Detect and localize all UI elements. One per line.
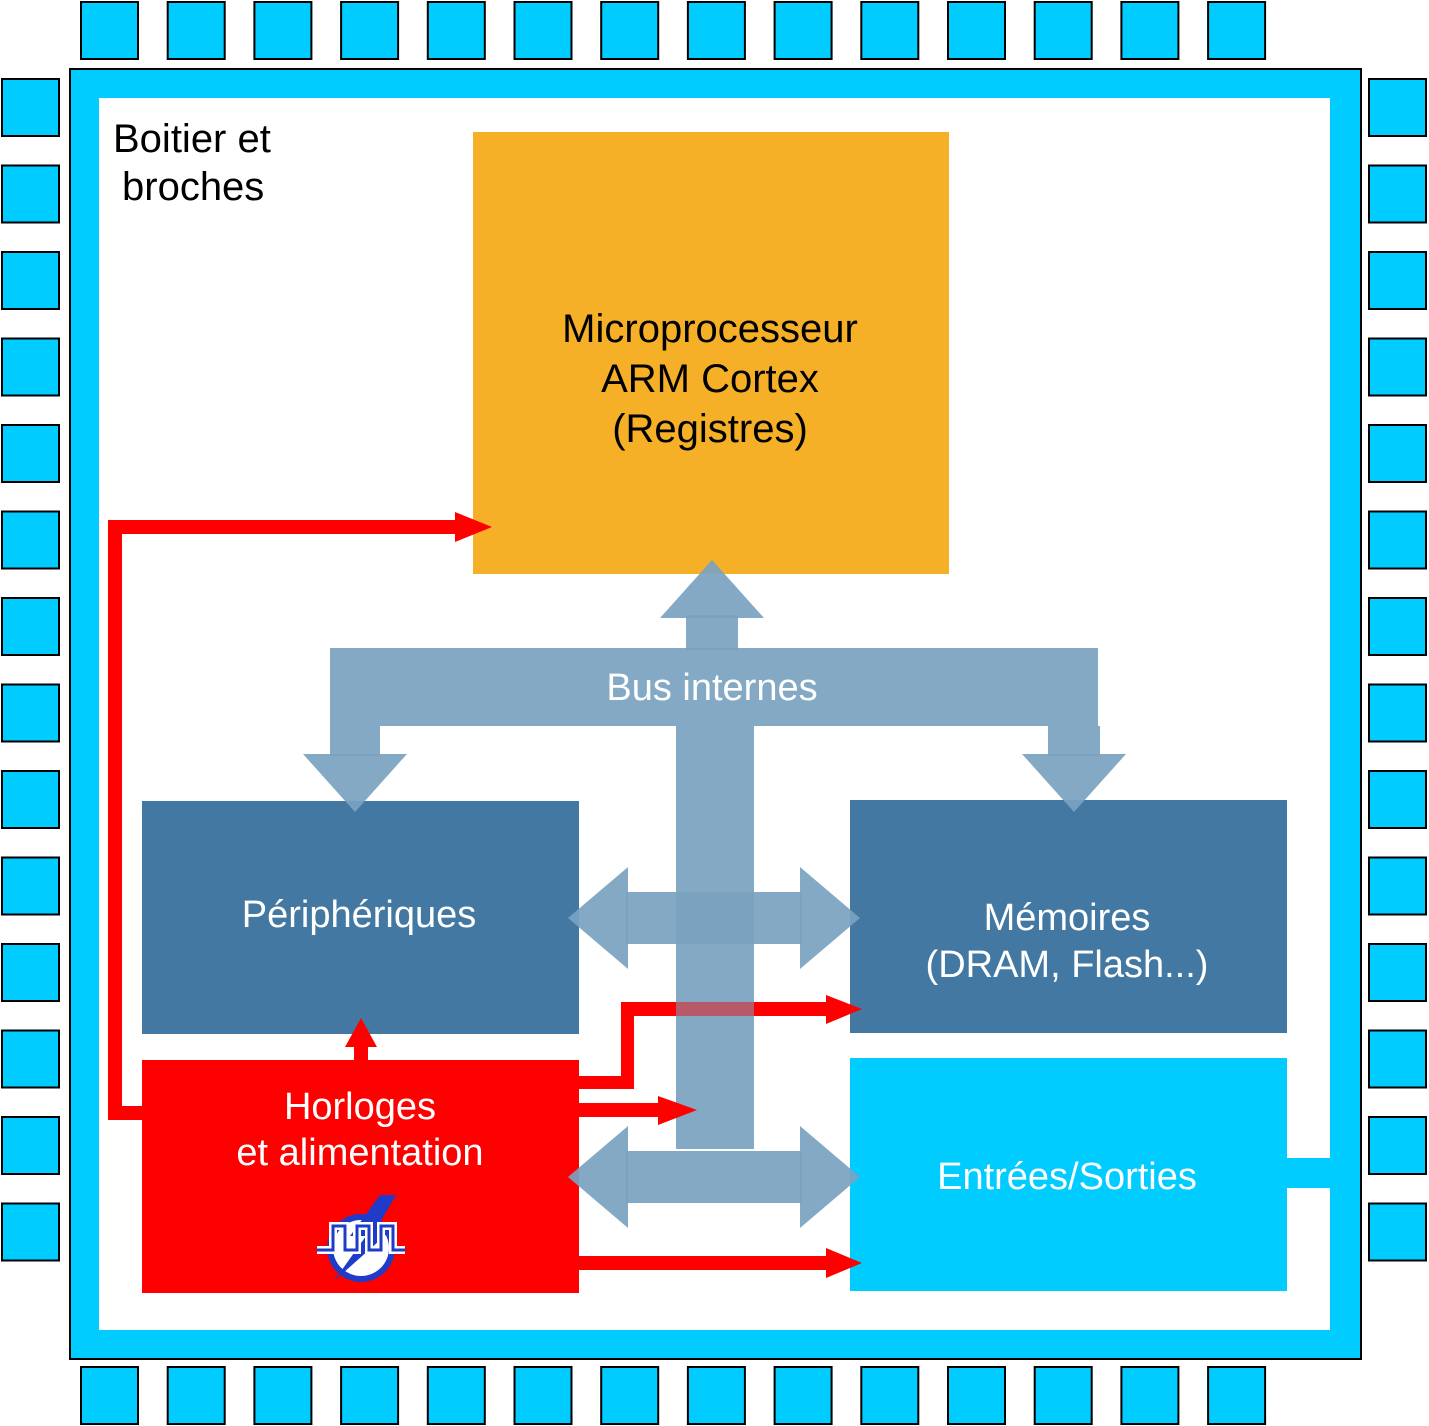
package-pin [947,1366,1006,1425]
package-pin [1,1202,60,1262]
package-label-line1: Boitier et [113,117,271,161]
package-pin [1,770,60,829]
clock-lines [108,512,862,1278]
package-pin [686,1366,746,1425]
package-pin [1,1116,60,1175]
package-pin [1368,251,1427,310]
package-pin [773,1366,833,1425]
package-pin [1,337,60,397]
package-pin [1120,1,1180,60]
package-pin [513,1,573,60]
package-pin [1368,597,1427,656]
bus-label: Bus internes [606,667,817,709]
package-pin [600,1,660,60]
cpu-label-line1: Microprocesseur [562,307,858,351]
bus-crossing-overlay [676,1002,754,1016]
package-pin [253,1,313,60]
package-pin [513,1366,573,1425]
cpu-label-line3: (Registres) [612,407,808,451]
package-pin [1368,1116,1427,1175]
package-pin [1368,1029,1427,1089]
memories-label-line1: Mémoires [984,897,1151,939]
package-pin [1207,1366,1267,1425]
package-pin [1,597,60,656]
pins-right [1368,78,1427,1262]
package-pin [1368,770,1427,829]
package-pin [860,1366,920,1425]
package-pin [1368,856,1427,916]
package-pin [1368,1202,1427,1262]
package-pin [340,1366,400,1425]
package-pin [166,1366,226,1425]
package-pin [1033,1366,1093,1425]
package-pin [80,1,139,60]
package-pin [1368,424,1427,483]
io-label: Entrées/Sorties [937,1156,1197,1198]
package-pin [1,1029,60,1089]
package-pin [1,164,60,224]
internal-bus [303,560,1126,1228]
package-pin [426,1366,486,1425]
package-pin [860,1,920,60]
package-pin [1368,683,1427,743]
package-pin [600,1366,660,1425]
package-pin [1,251,60,310]
clock-power-label-line1: Horloges [284,1086,436,1128]
peripherals-label: Périphériques [242,894,476,936]
package-pin [1,856,60,916]
peripherals-block [142,801,579,1034]
io-pin-link [1284,1158,1334,1188]
package-pin [947,1,1006,60]
package-pin [1368,337,1427,397]
package-pin [1368,510,1427,570]
package-pin [1,424,60,483]
pins-left [1,78,60,1262]
memories-label-line2: (DRAM, Flash...) [926,944,1209,986]
package-pin [340,1,400,60]
package-pin [1,510,60,570]
clock-power-icon [317,1195,405,1282]
pins-bottom [80,1366,1267,1425]
package-pin [1368,78,1427,137]
package-pin [1368,164,1427,224]
package-pin [1207,1,1267,60]
package-pin [253,1366,313,1425]
package-pin [1,78,60,137]
pins-top [80,1,1267,60]
cpu-block [473,132,949,574]
package-pin [166,1,226,60]
package-pin [686,1,746,60]
memories-block [850,800,1287,1033]
package-pin [773,1,833,60]
package-pin [1368,943,1427,1002]
package-pin [80,1366,139,1425]
package-pin [426,1,486,60]
package-pin [1,683,60,743]
package-pin [1120,1366,1180,1425]
package-pin [1,943,60,1002]
package-label-line2: broches [122,165,264,209]
io-block [850,1058,1287,1291]
cpu-label-line2: ARM Cortex [601,357,819,401]
clock-power-label-line2: et alimentation [236,1132,483,1174]
package-pin [1033,1,1093,60]
